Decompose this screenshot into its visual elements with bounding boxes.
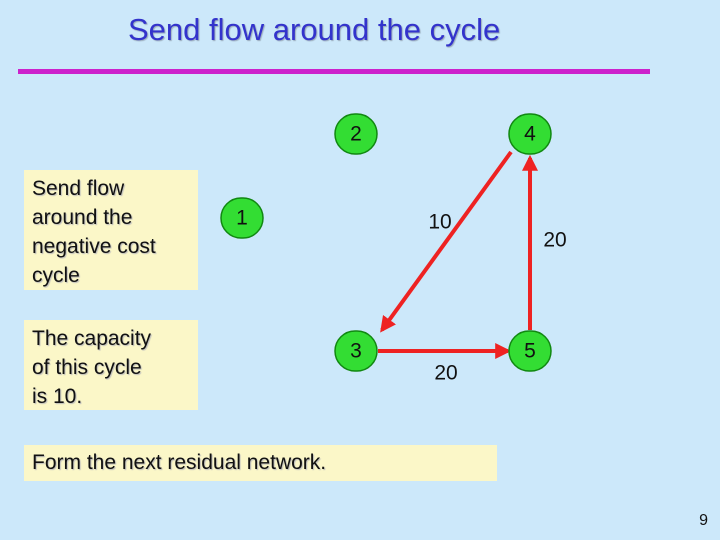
edge-label-5-4: 20 bbox=[543, 229, 566, 252]
title-divider bbox=[18, 69, 650, 74]
note-line: around the bbox=[32, 206, 133, 229]
node-1: 1 bbox=[220, 197, 264, 239]
note-negative-cost-cycle: Send flow around the negative cost cycle bbox=[24, 170, 198, 290]
node-2: 2 bbox=[334, 113, 378, 155]
edge-label-3-5: 20 bbox=[434, 362, 457, 385]
edge-label-4-3: 10 bbox=[428, 211, 451, 234]
note-line: Send flow bbox=[32, 177, 125, 200]
note-line: is 10. bbox=[32, 385, 83, 408]
node-label: 5 bbox=[524, 340, 536, 363]
node-label: 2 bbox=[350, 123, 362, 146]
edge-4-to-3 bbox=[380, 150, 513, 333]
note-line: negative cost bbox=[32, 235, 156, 258]
note-line: of this cycle bbox=[32, 356, 142, 379]
node-label: 1 bbox=[236, 207, 248, 230]
note-next-step: Form the next residual network. bbox=[24, 445, 497, 481]
node-label: 3 bbox=[350, 340, 362, 363]
node-3: 3 bbox=[334, 330, 378, 372]
note-line: Form the next residual network. bbox=[32, 451, 327, 474]
slide-title: Send flow around the cycle bbox=[128, 12, 501, 47]
node-5: 5 bbox=[508, 330, 552, 372]
node-4: 4 bbox=[508, 113, 552, 155]
page-number: 9 bbox=[699, 512, 708, 529]
note-cycle-capacity: The capacity of this cycle is 10. bbox=[24, 320, 198, 410]
note-line: cycle bbox=[32, 264, 80, 287]
note-line: The capacity bbox=[32, 327, 152, 350]
node-label: 4 bbox=[524, 123, 536, 146]
